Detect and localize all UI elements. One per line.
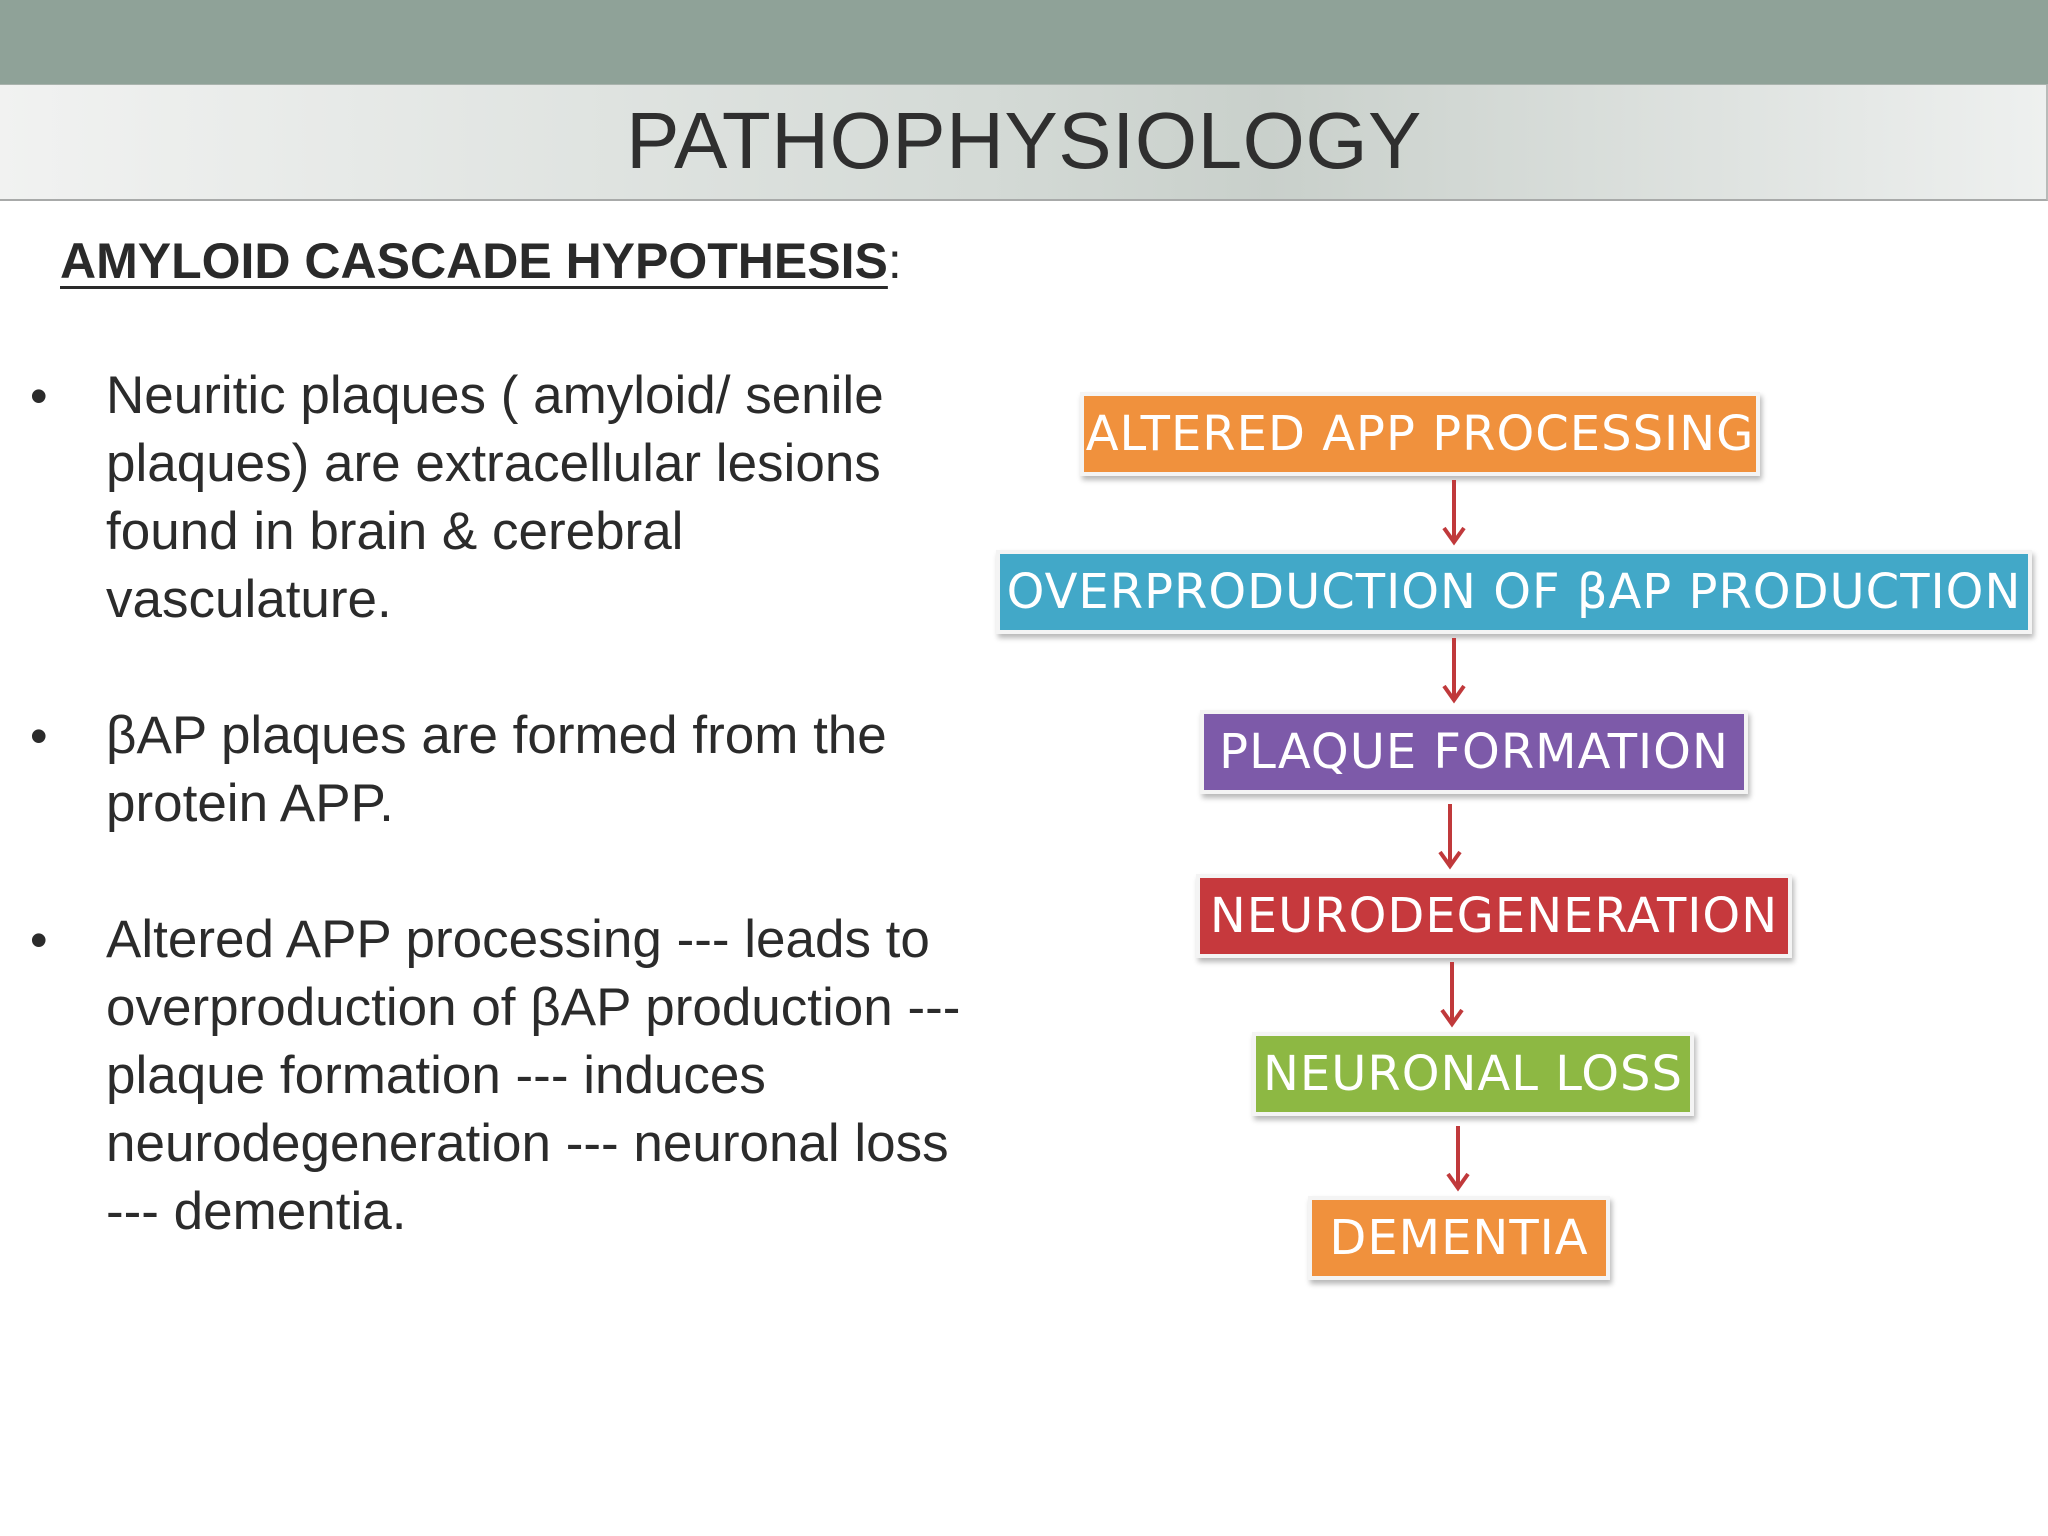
flow-step-overproduction: OVERPRODUCTION OF βAP PRODUCTION	[996, 550, 2032, 634]
title-bar	[0, 84, 2048, 201]
flow-step-neuronal-loss: NEURONAL LOSS	[1252, 1032, 1694, 1116]
bullet-marker: •	[30, 708, 48, 764]
page-title: PATHOPHYSIOLOGY	[626, 96, 1422, 185]
flow-step-neurodegeneration: NEURODEGENERATION	[1196, 874, 1792, 958]
bullet-marker: •	[30, 368, 48, 424]
flow-step-plaque-formation: PLAQUE FORMATION	[1200, 710, 1748, 794]
down-arrow-icon	[1446, 1126, 1470, 1192]
section-heading-colon: :	[887, 233, 902, 289]
section-heading-text: AMYLOID CASCADE HYPOTHESIS	[60, 233, 888, 289]
down-arrow-icon	[1442, 638, 1466, 704]
down-arrow-icon	[1442, 480, 1466, 546]
bullet-marker: •	[30, 912, 48, 968]
bullet-text: Neuritic plaques ( amyloid/ senile plaqu…	[106, 366, 884, 629]
down-arrow-icon	[1438, 804, 1462, 870]
bullet-text: Altered APP processing --- leads to over…	[106, 910, 961, 1241]
top-color-band	[0, 0, 2048, 84]
down-arrow-icon	[1440, 962, 1464, 1028]
bullet-text: βAP plaques are formed from the protein …	[106, 706, 887, 833]
section-heading: AMYLOID CASCADE HYPOTHESIS:	[60, 232, 902, 290]
flow-step-dementia: DEMENTIA	[1308, 1196, 1610, 1280]
flow-step-altered-app-processing: ALTERED APP PROCESSING	[1080, 392, 1760, 476]
